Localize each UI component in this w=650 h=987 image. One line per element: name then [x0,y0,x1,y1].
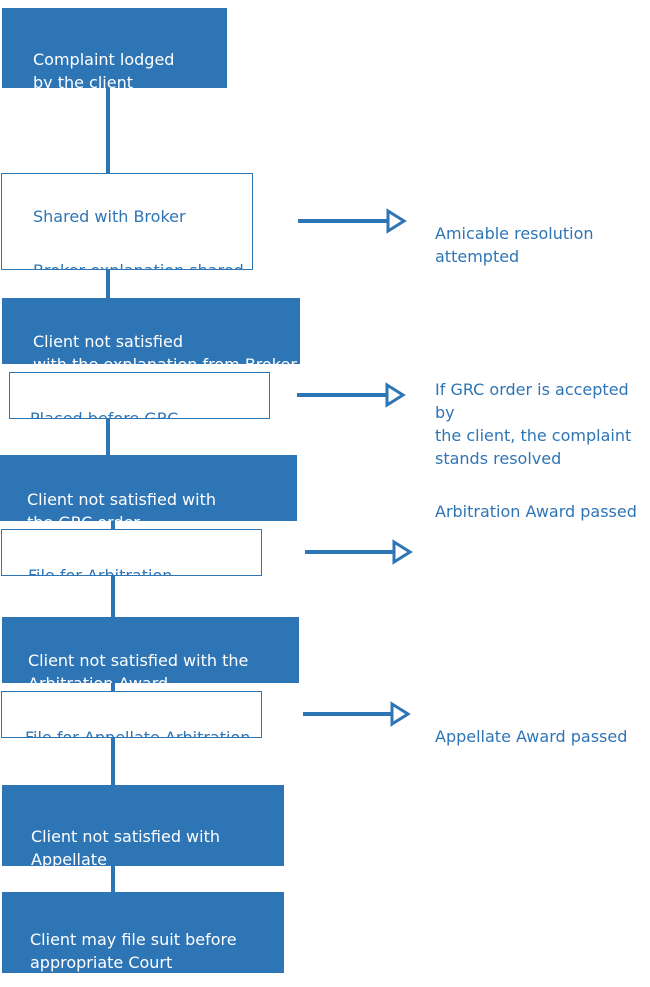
arrow-to-arbitration-award [305,539,413,565]
outcome-arbitration-award: Arbitration Award passed [435,477,637,523]
step-file-appellate-text: File for Appellate Arbitration [25,728,251,738]
step-placed-before-grc: Placed before GRC [9,372,270,419]
step-complaint-lodged: Complaint lodged by the client [2,8,227,88]
arrow-to-appellate-award [303,701,411,727]
outcome-amicable: Amicable resolution attempted [435,199,594,268]
outcome-grc-accepted: If GRC order is accepted by the client, … [435,355,650,470]
outcome-appellate-award-text: Appellate Award passed [435,727,628,746]
outcome-amicable-text: Amicable resolution attempted [435,224,594,266]
step-file-appellate: File for Appellate Arbitration [1,691,262,738]
arrow-to-amicable [298,208,407,234]
step-file-arbitration: File for Arbitration [1,529,262,576]
step-complaint-lodged-text: Complaint lodged by the client [33,50,175,88]
step-shared-with-broker: Shared with Broker Broker explanation sh… [1,173,253,270]
step-shared-with-broker-text: Shared with Broker [33,207,186,226]
step-not-satisfied-arbitration-text: Client not satisfied with the Arbitratio… [28,651,249,683]
step-not-satisfied-broker: Client not satisfied with the explanatio… [2,298,300,364]
step-not-satisfied-appellate-text: Client not satisfied with Appellate Arbi… [31,827,220,866]
step-file-suit-text: Client may file suit before appropriate … [30,930,237,972]
arrow-to-grc-resolved [297,382,406,408]
outcome-appellate-award: Appellate Award passed [435,702,627,748]
step-not-satisfied-appellate: Client not satisfied with Appellate Arbi… [2,785,284,866]
outcome-grc-accepted-text: If GRC order is accepted by the client, … [435,380,632,468]
step-not-satisfied-broker-text: Client not satisfied with the explanatio… [33,332,297,364]
step-placed-before-grc-text: Placed before GRC [30,409,179,419]
step-file-arbitration-text: File for Arbitration [28,566,173,576]
step-broker-explanation-text: Broker explanation shared with the clien… [33,259,252,269]
step-not-satisfied-grc: Client not satisfied with the GRC order [0,455,297,521]
step-not-satisfied-arbitration: Client not satisfied with the Arbitratio… [2,617,299,683]
step-not-satisfied-grc-text: Client not satisfied with the GRC order [27,490,216,521]
outcome-arbitration-award-text: Arbitration Award passed [435,502,637,521]
step-file-suit: Client may file suit before appropriate … [2,892,284,973]
